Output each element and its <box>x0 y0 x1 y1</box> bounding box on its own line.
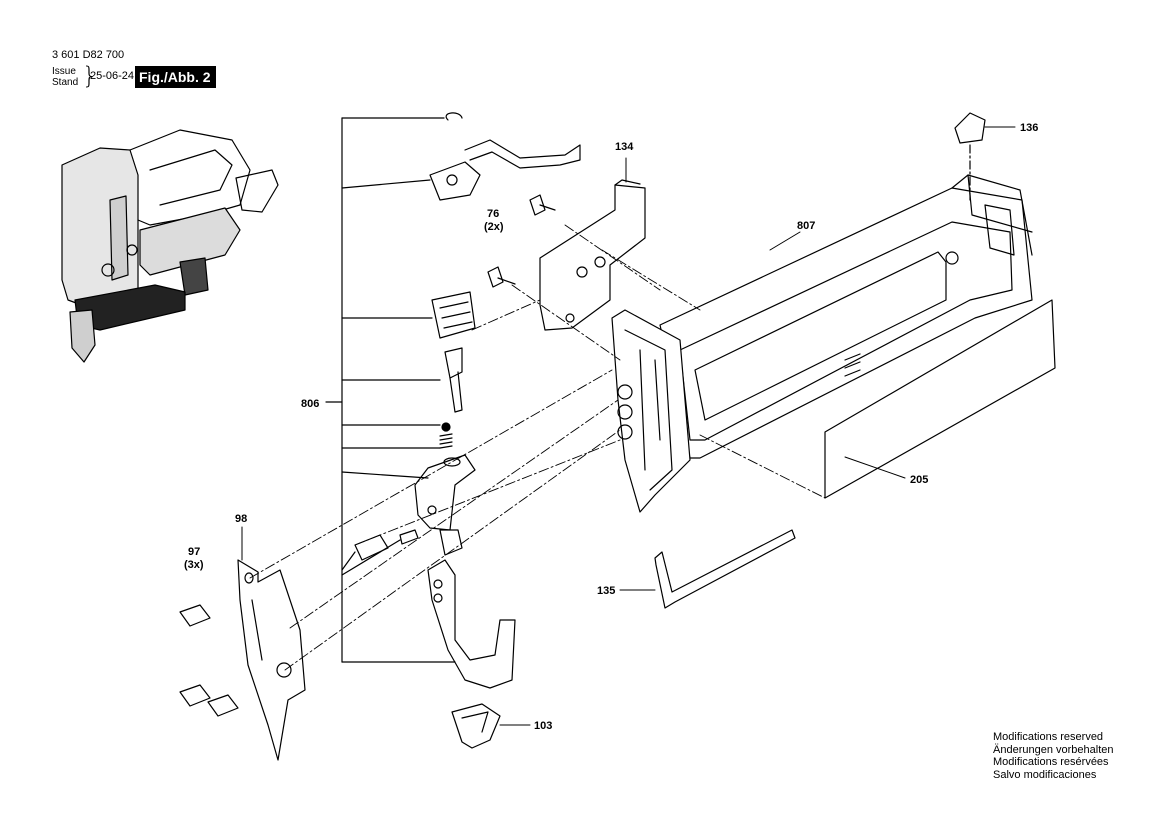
bracket-134 <box>539 179 646 331</box>
issue-labels: Issue Stand <box>52 66 78 88</box>
lever-bracket <box>354 454 476 561</box>
callout-806: 806 <box>301 398 319 410</box>
screws-97 <box>179 604 239 717</box>
callout-97-qty: (3x) <box>184 559 204 571</box>
callout-97: 97 <box>188 546 200 558</box>
issue-date: 25-06-24 <box>90 70 135 82</box>
mods-line-en: Modifications reserved <box>993 731 1104 743</box>
alignment-lines <box>249 224 826 671</box>
mods-line-es: Salvo modificaciones <box>993 768 1097 781</box>
callout-98: 98 <box>235 513 247 525</box>
ball <box>441 422 451 432</box>
callout-135: 135 <box>597 585 615 597</box>
wire-bracket <box>429 112 581 201</box>
tool-thumbnail <box>61 129 279 363</box>
hex-key-135 <box>654 529 796 609</box>
leader-lines <box>241 126 1016 726</box>
lower-lever <box>427 559 516 689</box>
cover-strip-205 <box>824 299 1056 499</box>
spring <box>439 433 453 449</box>
callout-103: 103 <box>534 720 552 732</box>
callout-76: 76 <box>487 208 499 220</box>
document-number: 3 601 D82 700 <box>52 49 125 61</box>
callout-134: 134 <box>615 141 634 153</box>
brace-glyph: } <box>82 62 98 90</box>
nose-plate <box>611 309 691 513</box>
plate-98 <box>237 559 306 761</box>
stand-label: Stand <box>52 77 79 88</box>
assembly-bracket-806 <box>325 117 456 663</box>
callout-205: 205 <box>910 474 928 486</box>
callout-76-qty: (2x) <box>484 221 504 233</box>
screws-76 <box>487 194 556 288</box>
issue-label: Issue <box>52 66 76 77</box>
cap-136 <box>954 112 986 201</box>
adjust-knob <box>431 291 476 339</box>
mods-line-de: Änderungen vorbehalten <box>993 743 1114 756</box>
callout-807: 807 <box>797 220 815 232</box>
figure-label: Fig./Abb. 2 <box>135 66 216 88</box>
mods-line-fr: Modifications resérvées <box>993 756 1109 768</box>
adjust-pin <box>444 347 463 413</box>
magazine-807 <box>659 174 1033 459</box>
callout-136: 136 <box>1020 122 1038 134</box>
cap-103 <box>451 703 501 749</box>
modifications-notice: Modifications reserved Änderungen vorbeh… <box>993 731 1113 781</box>
